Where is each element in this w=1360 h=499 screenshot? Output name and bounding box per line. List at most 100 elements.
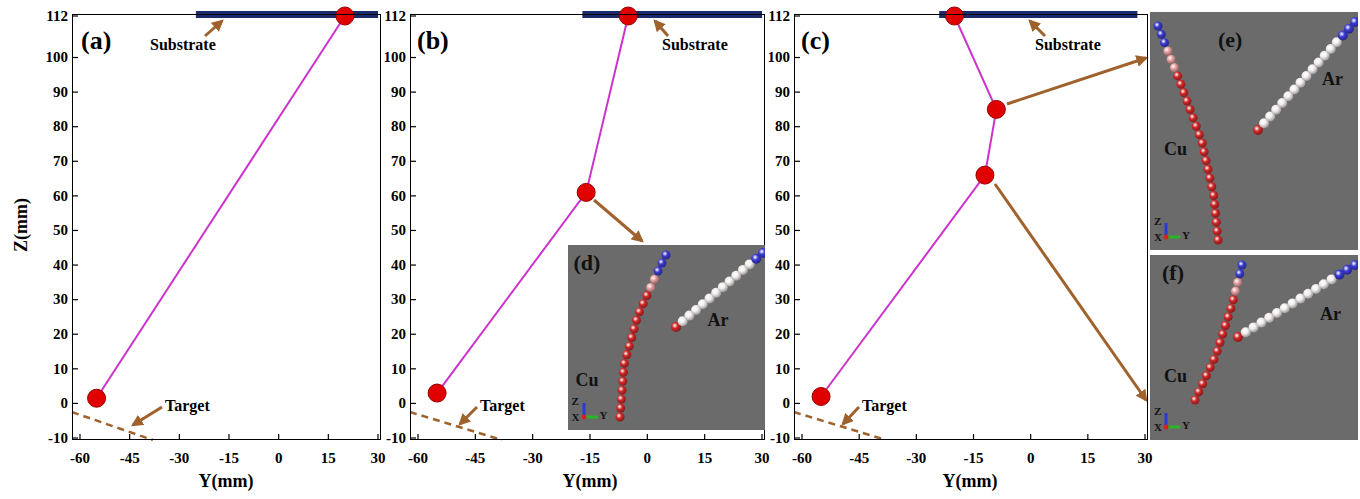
axis-title: Y(mm) bbox=[563, 472, 618, 492]
cu-atom bbox=[1221, 321, 1230, 330]
tick-label: 30 bbox=[371, 450, 386, 467]
md-snapshot bbox=[1150, 12, 1358, 250]
pointer-arrow bbox=[133, 407, 162, 425]
cu-atom bbox=[1212, 218, 1221, 227]
tick-label: 60 bbox=[53, 188, 68, 205]
panel-label: (c) bbox=[801, 27, 830, 56]
cu-atom bbox=[1210, 200, 1219, 209]
cu-atom bbox=[629, 324, 638, 333]
tick-label: 30 bbox=[755, 450, 770, 467]
cu-atom bbox=[618, 376, 627, 385]
cu-atom bbox=[1182, 97, 1191, 106]
collision-point bbox=[987, 100, 1005, 118]
cu-atom bbox=[1198, 139, 1207, 148]
cu-atom bbox=[1209, 355, 1218, 364]
axis-letter: X bbox=[1154, 421, 1162, 433]
ar-atom bbox=[1350, 260, 1358, 270]
cu-atom bbox=[1163, 46, 1172, 55]
plot-panel: (b)(d)CuArZXY bbox=[410, 14, 765, 440]
target-line bbox=[794, 412, 886, 440]
cu-atom bbox=[1218, 330, 1227, 339]
tick-label: 100 bbox=[768, 49, 791, 66]
tick-label: 50 bbox=[775, 222, 790, 239]
cu-atom bbox=[1167, 55, 1176, 64]
target-label: Target bbox=[480, 397, 525, 415]
tick-label: 100 bbox=[46, 49, 69, 66]
pointer-arrow bbox=[594, 200, 642, 241]
axis-letter: Y bbox=[600, 409, 608, 421]
cu-atom bbox=[1198, 379, 1207, 388]
tick-label: 70 bbox=[775, 153, 790, 170]
inset-image: (e)CuArZXY bbox=[1150, 12, 1358, 250]
cu-atom bbox=[1229, 295, 1238, 304]
axis-ticks bbox=[72, 16, 1145, 440]
cu-atom bbox=[1226, 304, 1235, 313]
tick-label: 80 bbox=[775, 118, 790, 135]
tick-label: 10 bbox=[775, 361, 790, 378]
pointer-arrow bbox=[460, 407, 477, 424]
tick-label: -60 bbox=[792, 450, 812, 467]
tick-label: -15 bbox=[964, 450, 984, 467]
trajectory-line bbox=[97, 16, 345, 398]
axis-letter: X bbox=[1154, 231, 1162, 243]
pointer-arrow bbox=[655, 21, 668, 36]
tick-label: 60 bbox=[391, 188, 406, 205]
cu-atom bbox=[642, 291, 651, 300]
tick-label: 40 bbox=[775, 257, 790, 274]
tick-label: -45 bbox=[465, 450, 485, 467]
tick-label: 50 bbox=[53, 222, 68, 239]
cu-atom bbox=[1202, 156, 1211, 165]
tick-label: -10 bbox=[386, 430, 406, 447]
tick-label: 40 bbox=[391, 257, 406, 274]
panel-label: (d) bbox=[574, 251, 601, 275]
cu-atom bbox=[1157, 30, 1166, 39]
substrate-label: Substrate bbox=[1035, 36, 1101, 54]
axis-title: Y(mm) bbox=[943, 472, 998, 492]
pointer-arrow bbox=[205, 21, 222, 36]
tick-label: 80 bbox=[53, 118, 68, 135]
target-line bbox=[72, 412, 153, 440]
tick-label: 0 bbox=[399, 395, 407, 412]
trajectory-line bbox=[821, 16, 996, 396]
cu-atom bbox=[1154, 22, 1163, 31]
inset-image: (f)CuArZXY bbox=[1150, 255, 1358, 440]
tick-label: 30 bbox=[775, 291, 790, 308]
collision-point bbox=[577, 183, 595, 201]
cu-atom bbox=[646, 282, 655, 291]
pointer-arrow bbox=[1007, 58, 1146, 104]
cu-atom bbox=[1224, 312, 1233, 321]
species-label: Ar bbox=[708, 311, 729, 331]
cu-atom bbox=[1238, 261, 1247, 270]
cu-atom bbox=[1186, 105, 1195, 114]
inset-image: (d)CuArZXY bbox=[568, 245, 765, 430]
cu-atom bbox=[617, 385, 626, 394]
cu-atom bbox=[657, 258, 666, 267]
panel-label: (b) bbox=[417, 27, 449, 56]
cu-atom bbox=[1203, 165, 1212, 174]
tick-label: 50 bbox=[391, 222, 406, 239]
cu-atom bbox=[638, 299, 647, 308]
cu-atom bbox=[1213, 227, 1222, 236]
panel-label: (f) bbox=[1162, 261, 1184, 285]
tick-label: -45 bbox=[849, 450, 869, 467]
tick-label: 100 bbox=[384, 49, 407, 66]
tick-label: -45 bbox=[120, 450, 140, 467]
species-label: Cu bbox=[1164, 140, 1187, 160]
species-label: Cu bbox=[1164, 367, 1187, 387]
tick-label: 15 bbox=[1080, 450, 1095, 467]
cu-atom bbox=[653, 266, 662, 275]
tick-label: 30 bbox=[53, 291, 68, 308]
cu-atom bbox=[1211, 209, 1220, 218]
pointer-arrow bbox=[1030, 21, 1045, 36]
axis-letter: Z bbox=[1154, 215, 1161, 227]
panel-label: (a) bbox=[81, 27, 111, 56]
tick-label: -60 bbox=[408, 450, 428, 467]
species-label: Cu bbox=[576, 371, 599, 391]
cu-atom bbox=[619, 358, 628, 367]
cu-atom bbox=[1194, 387, 1203, 396]
tick-label: 90 bbox=[53, 84, 68, 101]
trajectory-plot bbox=[72, 7, 378, 440]
cu-atom bbox=[622, 350, 631, 359]
axis-letter: Z bbox=[572, 395, 579, 407]
collision-point bbox=[619, 7, 637, 25]
